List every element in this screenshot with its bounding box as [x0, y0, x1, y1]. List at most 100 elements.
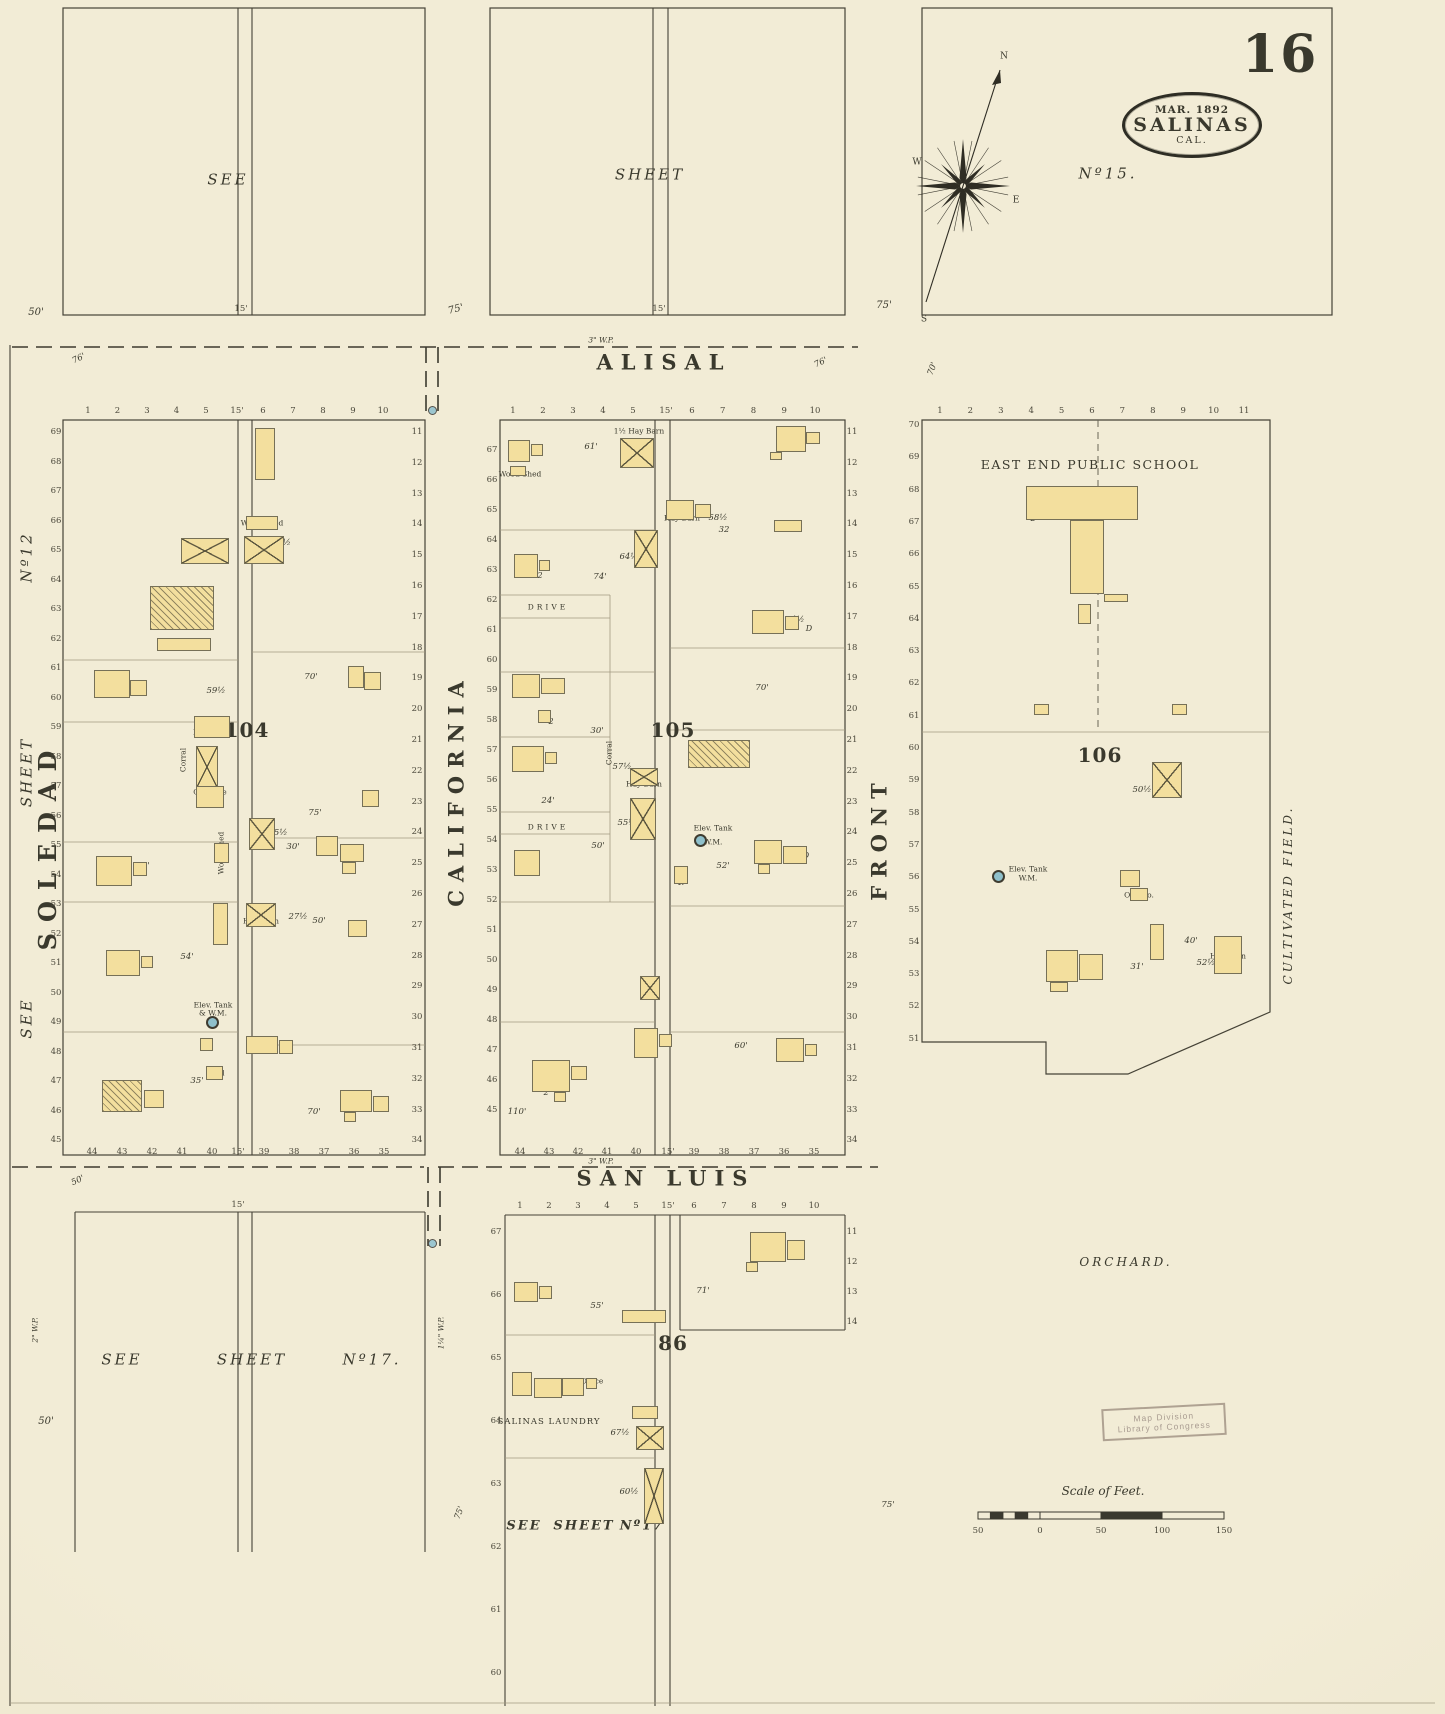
map-label: 60½: [619, 1486, 639, 1497]
lot-number: 10: [377, 405, 389, 416]
building: [510, 466, 526, 476]
building: [774, 520, 802, 532]
lot-number: 42: [146, 1146, 158, 1157]
lot-number: 42: [572, 1146, 584, 1157]
map-label: 50': [28, 307, 44, 318]
lot-number: 59: [50, 721, 62, 732]
lot-number: 18: [411, 642, 423, 653]
building: [342, 862, 356, 874]
lot-number: 36: [778, 1146, 790, 1157]
lot-number: 56: [486, 774, 498, 785]
map-label: Elev. Tank: [1008, 864, 1048, 874]
map-label: 35': [190, 1075, 204, 1086]
map-label: 2" W.P.: [30, 1317, 40, 1343]
map-label: 2: [543, 1088, 549, 1097]
lot-number: 61: [486, 624, 498, 635]
lot-number: 66: [908, 548, 920, 559]
building: [634, 1028, 658, 1058]
badge-city: SALINAS: [1133, 113, 1251, 136]
lot-number: 54: [50, 869, 62, 880]
lot-number: 55: [50, 839, 62, 850]
sheet-number: 16: [1242, 24, 1319, 85]
building: [102, 1080, 142, 1112]
water-pipe-marker: [427, 405, 437, 415]
map-label: 1¼" W.P.: [436, 1316, 446, 1350]
map-label: 75': [446, 302, 465, 317]
lot-number: 3: [144, 405, 150, 416]
map-label: 1½ Hay Barn: [613, 426, 665, 436]
building: [674, 866, 688, 884]
building: [181, 538, 229, 564]
map-label: W.M.: [1018, 873, 1038, 883]
block-outline: [62, 7, 426, 316]
lot-number: 57: [50, 780, 62, 791]
lot-number: 23: [846, 796, 858, 807]
lot-number: 41: [601, 1146, 613, 1157]
lot-number: 30: [846, 1011, 858, 1022]
lot-number: 45: [486, 1104, 498, 1115]
lot-number: 3: [575, 1200, 581, 1211]
lot-number: 64: [486, 534, 498, 545]
map-label: 55': [590, 1300, 604, 1311]
lot-number: 63: [490, 1478, 502, 1489]
building: [1026, 486, 1138, 520]
lot-number: 62: [908, 678, 920, 689]
map-label: 2: [537, 571, 543, 580]
map-label: 104: [224, 718, 270, 742]
lot-number: 10: [1208, 405, 1220, 416]
map-label: 75': [308, 807, 322, 818]
badge-date: MAR. 1892: [1154, 103, 1230, 116]
map-label: W.M.: [703, 837, 723, 847]
building: [106, 950, 140, 976]
lot-number: 68: [50, 456, 62, 467]
lot-number: 1: [517, 1200, 523, 1211]
map-label: 86: [658, 1331, 688, 1355]
building: [636, 1426, 664, 1450]
compass-rose: [916, 69, 1010, 303]
map-label: SAN LUIS: [576, 1165, 756, 1191]
map-label: S: [920, 314, 928, 325]
building: [622, 1310, 666, 1323]
building: [1130, 888, 1148, 901]
map-label: 67½: [610, 1427, 630, 1438]
lot-number: 29: [411, 981, 423, 992]
lot-number: 67: [490, 1226, 502, 1237]
lot-number: 50: [50, 987, 62, 998]
lot-number: 4: [604, 1200, 610, 1211]
building: [787, 1240, 805, 1260]
lot-number: 2: [114, 405, 121, 416]
lot-number: 44: [514, 1146, 526, 1157]
lot-number: 59: [908, 775, 920, 786]
map-label: 55½: [617, 817, 637, 828]
lot-number: 59: [486, 684, 498, 695]
lot-number: 12: [846, 457, 858, 468]
map-label: 50': [69, 1173, 86, 1189]
lot-number: 4: [1028, 405, 1034, 416]
building: [214, 843, 229, 863]
map-label: N: [1000, 51, 1008, 62]
lot-number: 6: [260, 405, 266, 416]
lot-number: 65: [490, 1352, 502, 1363]
building: [776, 426, 806, 452]
map-label: 30': [590, 725, 604, 736]
map-label: Nº12: [17, 531, 36, 583]
building: [362, 790, 379, 807]
lot-number: 18: [846, 642, 858, 653]
lot-number: 48: [50, 1046, 62, 1057]
map-label: 32: [718, 524, 730, 535]
lot-number: 45: [50, 1134, 62, 1145]
lot-number: 69: [908, 452, 920, 463]
map-label: 24': [541, 795, 555, 806]
building: [344, 1112, 356, 1122]
map-label: Elev. Tank: [193, 1000, 233, 1010]
lot-number: 65: [486, 504, 498, 515]
building: [750, 1232, 786, 1262]
lot-number: 16: [411, 580, 423, 591]
building: [805, 1044, 817, 1056]
map-label: 50': [38, 1416, 54, 1427]
building: [373, 1096, 389, 1112]
map-label: D: [805, 624, 813, 633]
building: [133, 862, 147, 876]
building: [1078, 604, 1091, 624]
map-label: 31': [1130, 961, 1144, 972]
